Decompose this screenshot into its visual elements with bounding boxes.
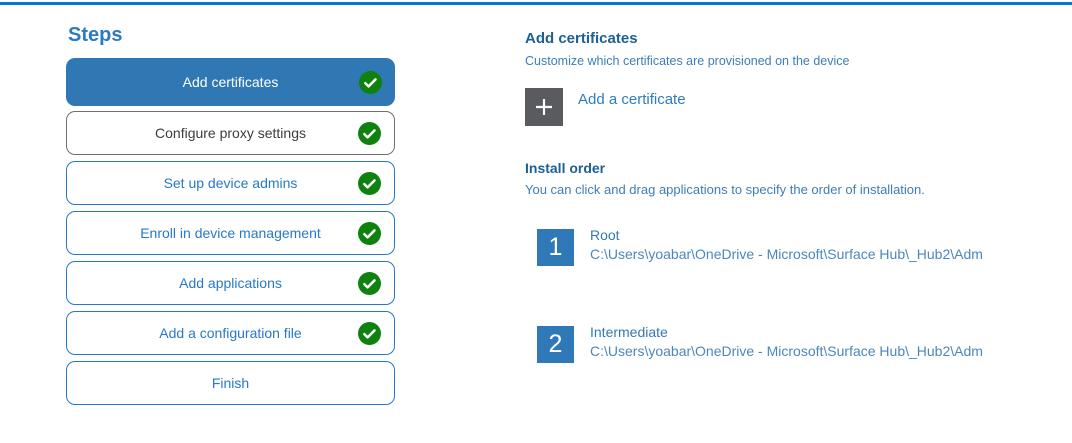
step-configure-proxy-settings[interactable]: Configure proxy settings: [66, 111, 395, 155]
section-title: Add certificates: [525, 30, 638, 47]
step-label: Configure proxy settings: [155, 125, 306, 141]
order-number-badge: 2: [537, 326, 574, 363]
check-circle-icon: [358, 271, 381, 295]
steps-panel: Steps Add certificates Configure proxy s…: [66, 24, 395, 411]
add-certificate-label: Add a certificate: [578, 91, 686, 108]
step-enroll-in-device-management[interactable]: Enroll in device management: [66, 211, 395, 255]
step-label: Set up device admins: [163, 175, 298, 191]
step-label: Add a configuration file: [159, 325, 302, 341]
install-item-path: C:\Users\yoabar\OneDrive - Microsoft\Sur…: [590, 246, 983, 262]
check-circle-icon: [358, 321, 381, 345]
install-order-description: You can click and drag applications to s…: [525, 182, 925, 197]
section-subtitle: Customize which certificates are provisi…: [525, 54, 850, 68]
step-add-applications[interactable]: Add applications: [66, 261, 395, 305]
step-add-a-configuration-file[interactable]: Add a configuration file: [66, 311, 395, 355]
install-item-intermediate[interactable]: 2 Intermediate C:\Users\yoabar\OneDrive …: [537, 323, 1072, 363]
step-label: Add applications: [179, 275, 282, 291]
step-set-up-device-admins[interactable]: Set up device admins: [66, 161, 395, 205]
check-circle-icon: [358, 121, 381, 145]
install-item-path: C:\Users\yoabar\OneDrive - Microsoft\Sur…: [590, 343, 983, 359]
install-item-name: Root: [590, 227, 620, 243]
order-number-badge: 1: [537, 229, 574, 266]
install-item-name: Intermediate: [590, 324, 668, 340]
step-label: Enroll in device management: [140, 225, 321, 241]
plus-icon: [525, 88, 563, 126]
content-panel: Add certificates Customize which certifi…: [525, 30, 1072, 363]
install-order-title: Install order: [525, 160, 606, 176]
top-accent-bar: [0, 2, 1072, 5]
step-label: Add certificates: [182, 74, 279, 90]
install-item-text: Intermediate C:\Users\yoabar\OneDrive - …: [590, 323, 983, 361]
step-finish[interactable]: Finish: [66, 361, 395, 405]
step-add-certificates[interactable]: Add certificates: [66, 58, 395, 106]
install-item-root[interactable]: 1 Root C:\Users\yoabar\OneDrive - Micros…: [537, 226, 1072, 266]
check-circle-icon: [359, 70, 382, 94]
check-circle-icon: [358, 171, 381, 195]
check-circle-icon: [358, 221, 381, 245]
install-item-text: Root C:\Users\yoabar\OneDrive - Microsof…: [590, 226, 983, 264]
steps-panel-title: Steps: [68, 24, 123, 46]
add-certificate-button[interactable]: Add a certificate: [525, 88, 686, 126]
step-label: Finish: [211, 375, 250, 391]
